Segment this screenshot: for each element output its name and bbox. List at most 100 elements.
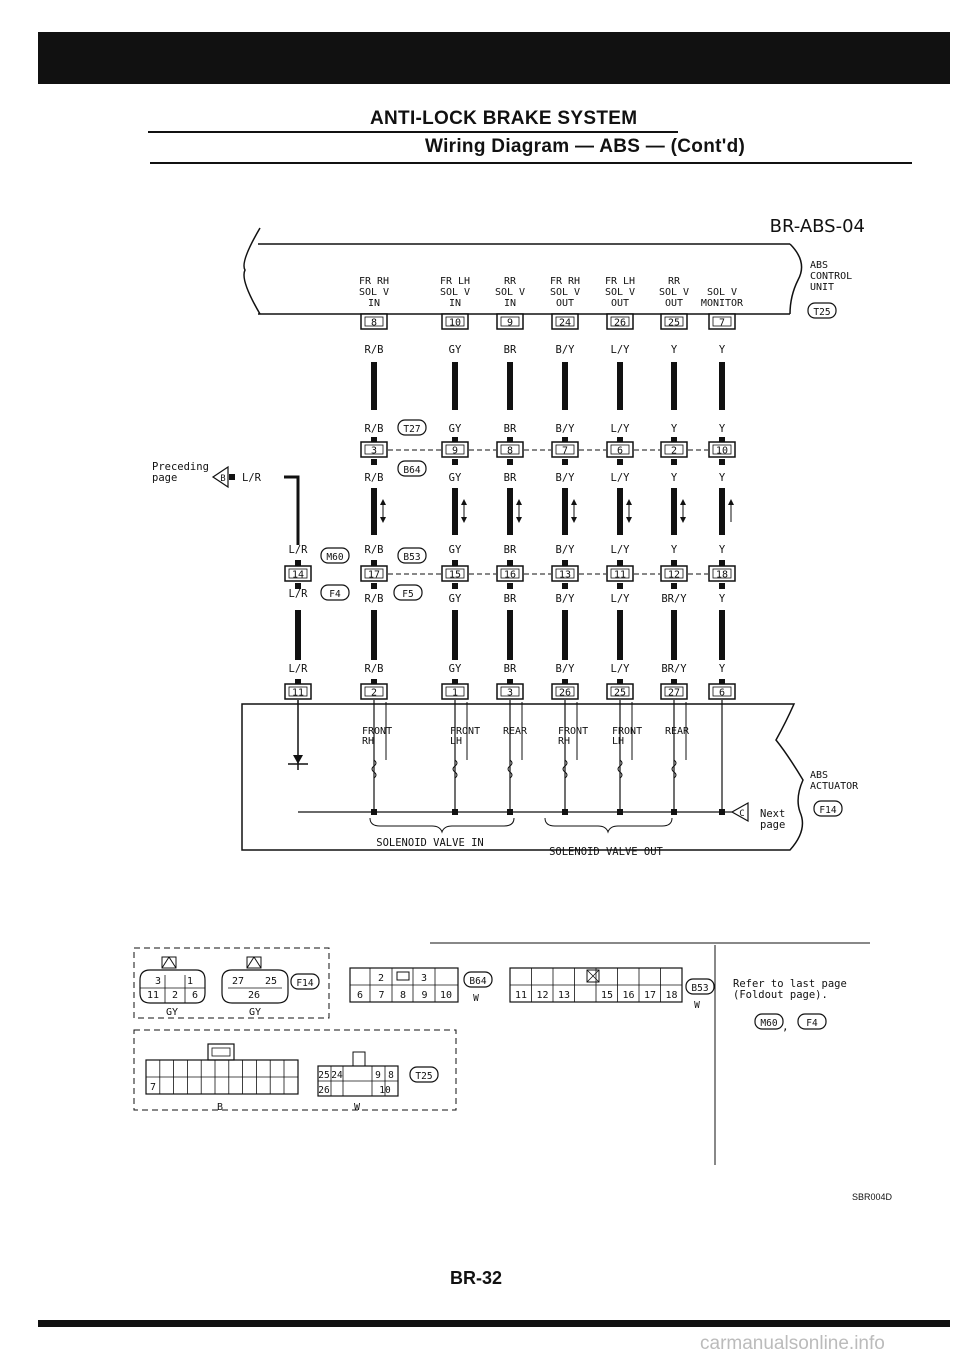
- wire-color: R/B: [365, 593, 384, 605]
- arrow-down: [571, 517, 577, 523]
- wire-color: BR: [504, 472, 517, 484]
- cu-pin-label: SOL V: [605, 287, 635, 298]
- cell: 7: [378, 990, 384, 1001]
- wire-color: Y: [719, 593, 726, 605]
- wire-color: Y: [671, 544, 678, 556]
- wire-color: Y: [719, 344, 726, 356]
- terminal-dot: [507, 560, 513, 566]
- wire-color: BR/Y: [661, 593, 687, 605]
- terminal-dot: [562, 560, 568, 566]
- t25-w-lock: [352, 1051, 366, 1067]
- wire-color: B/Y: [556, 544, 576, 556]
- heavy-wire: [371, 610, 377, 660]
- f14-face-a: [139, 969, 206, 1004]
- terminal-dot: [295, 679, 301, 685]
- wire-color: Y: [671, 344, 678, 356]
- pin-inner: [288, 686, 308, 697]
- valve-label: RH: [558, 736, 570, 747]
- b64-lock: [396, 971, 410, 981]
- pin-number: 3: [507, 688, 513, 699]
- valve-label: LH: [450, 736, 462, 747]
- wire-color: L/Y: [611, 593, 631, 605]
- lock-mark: [586, 969, 600, 983]
- cell: 2: [172, 990, 178, 1001]
- lr-pin-box: [284, 565, 312, 582]
- terminal-dot: [562, 809, 568, 815]
- actuator-pin-box: [551, 683, 579, 700]
- section-title: ANTI-LOCK BRAKE SYSTEM: [370, 108, 638, 129]
- wire-color: BR: [504, 423, 517, 435]
- pin-number: 6: [617, 446, 623, 457]
- cu-label: ABS: [810, 260, 828, 271]
- pin-inner: [445, 444, 465, 455]
- terminal-dot: [617, 560, 623, 566]
- wire-color: L/R: [242, 472, 262, 484]
- pin-number: 16: [504, 570, 516, 581]
- connector-ref-f4: [797, 1013, 827, 1030]
- wire-color: Y: [671, 423, 678, 435]
- coil-icon: [671, 759, 677, 779]
- arrow-up: [571, 499, 577, 505]
- t25-b-lock: [207, 1043, 235, 1061]
- connector-t27: [397, 419, 427, 436]
- heavy-wire: [562, 488, 568, 535]
- pin-number: 18: [716, 570, 728, 581]
- cell: 3: [155, 976, 161, 987]
- cell: 7: [150, 1082, 156, 1093]
- valve-label: FRONT: [362, 726, 392, 737]
- connector-m60: [320, 547, 350, 564]
- actuator-pin-box: [441, 683, 469, 700]
- cell: 2: [378, 973, 384, 984]
- pin-number: 9: [452, 446, 458, 457]
- wire-color: L/Y: [611, 423, 631, 435]
- junction-pin-box: [606, 565, 634, 582]
- junction-pin-box: [660, 441, 688, 458]
- cu-pin-label: FR RH: [550, 276, 580, 287]
- cu-pin-box: [708, 313, 736, 330]
- valve-label: REAR: [503, 726, 528, 737]
- cell: 1: [187, 976, 193, 987]
- pin-number: 25: [668, 318, 680, 329]
- heavy-wire: [371, 488, 377, 535]
- wire-color: L/Y: [611, 472, 631, 484]
- ground-arrow: [293, 755, 303, 764]
- pin-number: 27: [668, 688, 680, 699]
- wire-color: GY: [449, 593, 462, 605]
- terminal-dot: [229, 474, 235, 480]
- terminal-dot: [671, 679, 677, 685]
- junction-pin-box: [496, 441, 524, 458]
- connector-id: F4: [329, 589, 341, 600]
- cell: 3: [421, 973, 427, 984]
- pin-number: 7: [562, 446, 568, 457]
- wire-color: R/B: [365, 423, 384, 435]
- cu-pin-label: IN: [449, 298, 461, 309]
- heavy-wire: [507, 610, 513, 660]
- connector-ref-t25: [409, 1066, 439, 1083]
- wire-color: B/Y: [556, 663, 576, 675]
- terminal-dot: [562, 583, 568, 589]
- wire-color: L/Y: [611, 544, 631, 556]
- cu-pin-label: OUT: [556, 298, 574, 309]
- connector-color: W: [354, 1102, 361, 1113]
- refer-text: Refer to last page: [733, 978, 847, 990]
- wire-color: R/B: [365, 663, 384, 675]
- actuator-pin-box: [606, 683, 634, 700]
- cell: 11: [515, 990, 527, 1001]
- arrow-down: [461, 517, 467, 523]
- heavy-wire: [452, 610, 458, 660]
- terminal-dot: [617, 583, 623, 589]
- cu-pin-label: SOL V: [359, 287, 389, 298]
- heavy-wire: [507, 488, 513, 535]
- title-rule: [148, 131, 678, 133]
- cu-pin-label: FR RH: [359, 276, 389, 287]
- wire-color: Y: [719, 423, 726, 435]
- brace-out: [544, 817, 673, 834]
- pin-number: 12: [668, 570, 680, 581]
- terminal-dot: [452, 583, 458, 589]
- connector-id: T25: [415, 1071, 432, 1082]
- connector-frame: [133, 1029, 457, 1111]
- heavy-wire: [617, 610, 623, 660]
- arrow-down: [516, 517, 522, 523]
- pin-number: 3: [371, 446, 377, 457]
- coil-icon: [562, 759, 568, 779]
